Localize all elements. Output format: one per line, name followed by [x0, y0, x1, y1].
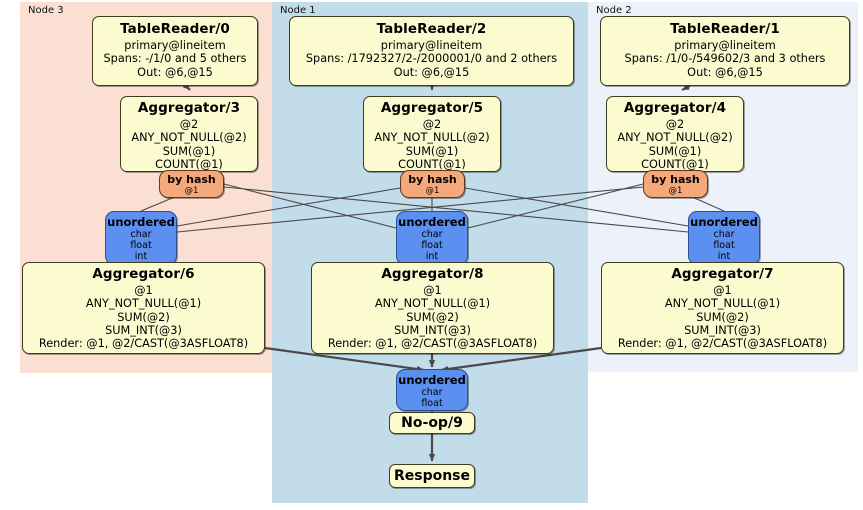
- processor-aggregator-4[interactable]: Aggregator/4 @2 ANY_NOT_NULL(@2) SUM(@1)…: [606, 96, 744, 172]
- stream-type: int: [425, 251, 439, 263]
- processor-detail-line: @2: [665, 117, 685, 131]
- processor-render-line: Render: @1, @2/CAST(@3ASFLOAT8): [38, 337, 249, 351]
- processor-title: Aggregator/7: [671, 266, 774, 282]
- router-by-hash-0[interactable]: by hash @1: [159, 170, 224, 198]
- processor-render-line: Render: @1, @2/CAST(@3ASFLOAT8): [617, 337, 828, 351]
- processor-detail-line: ANY_NOT_NULL(@1): [85, 297, 202, 311]
- processor-detail-line: @2: [179, 117, 199, 131]
- processor-title: TableReader/2: [376, 21, 487, 37]
- processor-title: Response: [393, 468, 471, 484]
- processor-title: No-op/9: [401, 415, 463, 431]
- stream-type: float: [713, 240, 735, 252]
- processor-detail-line: primary@lineitem: [674, 38, 776, 52]
- processor-tablereader-2[interactable]: TableReader/2 primary@lineitem Spans: /1…: [289, 16, 574, 86]
- router-by-hash-2[interactable]: by hash @1: [643, 170, 708, 198]
- stream-type: float: [130, 240, 152, 252]
- processor-title: Aggregator/3: [137, 100, 241, 116]
- router-column: @1: [184, 185, 199, 196]
- processor-detail-line: @1: [134, 283, 153, 297]
- processor-title: Aggregator/5: [380, 100, 484, 116]
- processor-detail-line: SUM(@1): [648, 144, 702, 158]
- stream-unordered-1[interactable]: unordered char float int: [396, 211, 468, 265]
- processor-noop-9[interactable]: No-op/9: [389, 412, 475, 434]
- stream-type: char: [421, 229, 443, 241]
- router-by-hash-1[interactable]: by hash @1: [400, 170, 465, 198]
- processor-detail-line: Out: @6,@15: [393, 65, 470, 79]
- processor-detail-line: ANY_NOT_NULL(@1): [664, 297, 781, 311]
- processor-detail-line: ANY_NOT_NULL(@2): [617, 131, 733, 145]
- processor-title: Aggregator/8: [381, 266, 484, 282]
- processor-title: TableReader/0: [120, 21, 230, 37]
- router-title: by hash: [408, 173, 457, 186]
- processor-aggregator-3[interactable]: Aggregator/3 @2 ANY_NOT_NULL(@2) SUM(@1)…: [120, 96, 258, 172]
- processor-detail-line: Out: @6,@15: [137, 65, 213, 79]
- stream-type: char: [713, 229, 735, 241]
- processor-detail-line: COUNT(@1): [155, 157, 223, 171]
- processor-render-line: Render: @1, @2/CAST(@3ASFLOAT8): [327, 337, 538, 351]
- processor-detail-line: ANY_NOT_NULL(@1): [374, 297, 491, 311]
- processor-detail-line: SUM(@1): [162, 144, 216, 158]
- processor-detail-line: Spans: /1792327/2-/2000001/0 and 2 other…: [305, 52, 558, 66]
- processor-detail-line: @1: [713, 283, 732, 297]
- processor-detail-line: primary@lineitem: [124, 38, 226, 52]
- processor-detail-line: COUNT(@1): [398, 157, 466, 171]
- router-title: by hash: [651, 173, 700, 186]
- stream-type: int: [134, 251, 148, 263]
- stream-title: unordered: [690, 215, 758, 229]
- router-title: by hash: [167, 173, 216, 186]
- processor-tablereader-0[interactable]: TableReader/0 primary@lineitem Spans: -/…: [92, 16, 258, 86]
- stream-type: float: [421, 398, 443, 410]
- processor-detail-line: SUM(@2): [696, 310, 749, 324]
- processor-title: Aggregator/6: [92, 266, 195, 282]
- stream-unordered-0[interactable]: unordered char float int: [105, 211, 177, 265]
- stream-type: char: [130, 229, 152, 241]
- stream-title: unordered: [107, 215, 175, 229]
- stream-unordered-final[interactable]: unordered char float: [396, 369, 468, 411]
- stream-type: char: [421, 387, 443, 399]
- stream-unordered-2[interactable]: unordered char float int: [688, 211, 760, 265]
- processor-aggregator-5[interactable]: Aggregator/5 @2 ANY_NOT_NULL(@2) SUM(@1)…: [363, 96, 501, 172]
- processor-detail-line: SUM(@2): [117, 310, 170, 324]
- router-column: @1: [425, 185, 440, 196]
- node-region-label: Node 1: [280, 5, 316, 16]
- stream-type: float: [421, 240, 443, 252]
- processor-title: TableReader/1: [670, 21, 780, 37]
- processor-detail-line: @2: [422, 117, 442, 131]
- processor-detail-line: SUM_INT(@3): [105, 323, 182, 337]
- processor-detail-line: primary@lineitem: [380, 38, 483, 52]
- processor-detail-line: Spans: -/1/0 and 5 others: [103, 52, 247, 66]
- processor-detail-line: SUM(@1): [405, 144, 459, 158]
- node-region-label: Node 2: [596, 5, 632, 16]
- processor-detail-line: ANY_NOT_NULL(@2): [374, 131, 490, 145]
- processor-aggregator-7[interactable]: Aggregator/7 @1 ANY_NOT_NULL(@1) SUM(@2)…: [601, 262, 844, 354]
- processor-title: Aggregator/4: [623, 100, 727, 116]
- node-region-label: Node 3: [28, 5, 64, 16]
- processor-detail-line: SUM(@2): [406, 310, 459, 324]
- processor-aggregator-8[interactable]: Aggregator/8 @1 ANY_NOT_NULL(@1) SUM(@2)…: [311, 262, 554, 354]
- processor-detail-line: ANY_NOT_NULL(@2): [131, 131, 247, 145]
- processor-detail-line: SUM_INT(@3): [394, 323, 471, 337]
- processor-detail-line: SUM_INT(@3): [684, 323, 761, 337]
- processor-detail-line: COUNT(@1): [641, 157, 709, 171]
- stream-title: unordered: [398, 215, 466, 229]
- processor-detail-line: @1: [423, 283, 442, 297]
- router-column: @1: [668, 185, 683, 196]
- processor-aggregator-6[interactable]: Aggregator/6 @1 ANY_NOT_NULL(@1) SUM(@2)…: [22, 262, 265, 354]
- stream-title: unordered: [398, 373, 466, 387]
- processor-tablereader-1[interactable]: TableReader/1 primary@lineitem Spans: /1…: [600, 16, 850, 86]
- processor-detail-line: Out: @6,@15: [687, 65, 763, 79]
- stream-type: int: [717, 251, 731, 263]
- processor-response[interactable]: Response: [389, 464, 475, 488]
- processor-detail-line: Spans: /1/0-/549602/3 and 3 others: [624, 52, 826, 66]
